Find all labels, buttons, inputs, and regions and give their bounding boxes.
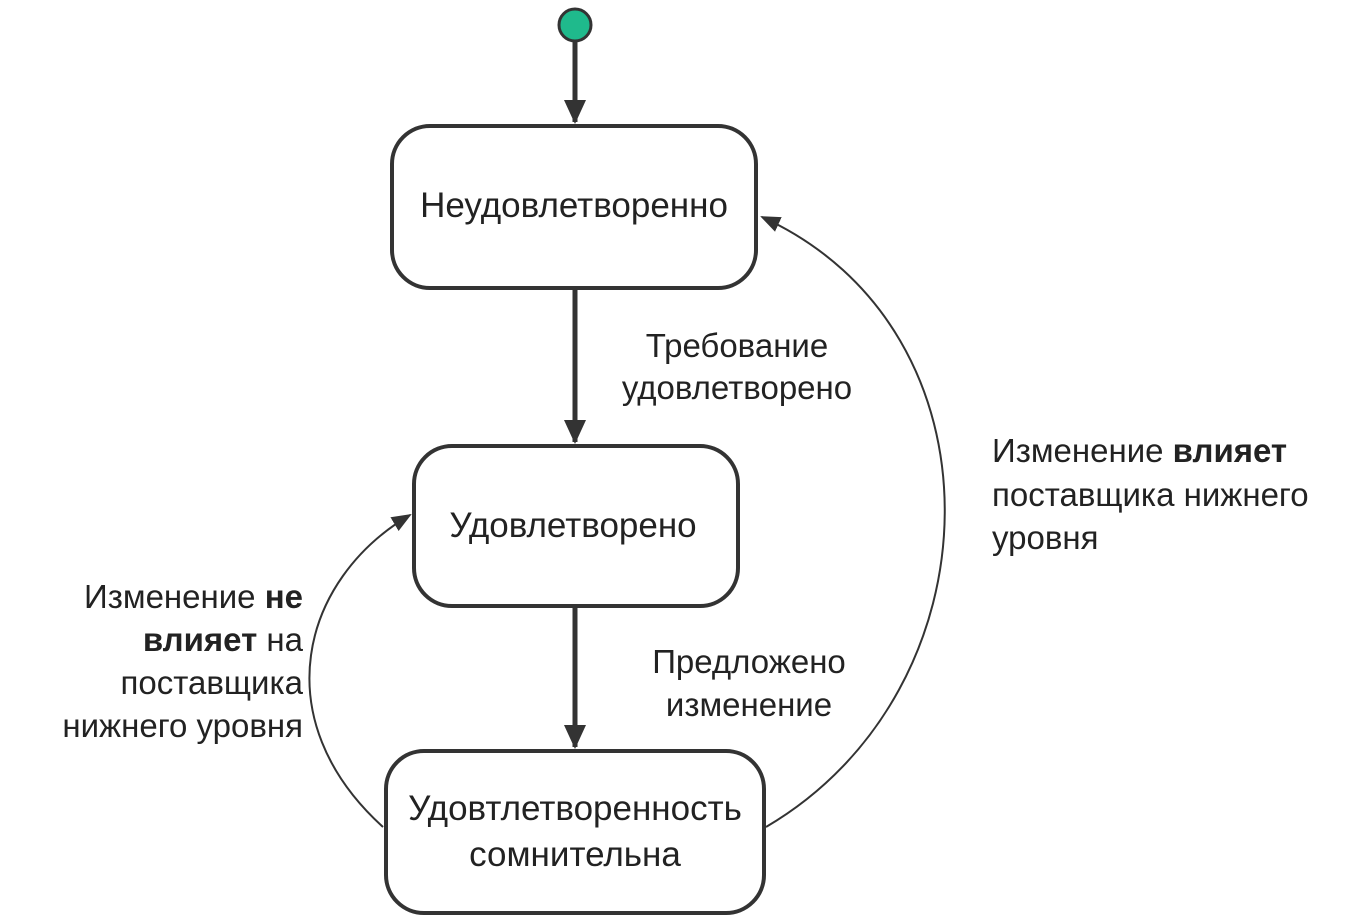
- state-unsatisfied-label: Неудовлетворенно: [420, 186, 728, 225]
- transition-change-not-affects-line1: Изменение не: [84, 578, 303, 615]
- transition-change-affects-label: Изменение влияет поставщика нижнего уров…: [992, 432, 1309, 556]
- transition-change-affects-line1: Изменение влияет: [992, 432, 1287, 469]
- transition-change-proposed-label: Предложено изменение: [652, 643, 846, 723]
- transition-change-not-affects-label: Изменение не влияет на поставщика нижнег…: [62, 578, 303, 744]
- state-doubtful-line2: сомнительна: [469, 835, 681, 874]
- state-satisfied-label: Удовлетворено: [449, 506, 696, 545]
- transition-change-not-affects-line4: нижнего уровня: [62, 707, 303, 744]
- transition-requirement-met-label: Требование удовлетворено: [622, 327, 852, 406]
- state-doubtful-line1: Удовтлетворенность: [408, 789, 742, 828]
- transition-change-not-affects-line3: поставщика: [121, 664, 304, 701]
- state-doubtful: Удовтлетворенность сомнительна: [384, 749, 766, 915]
- transition-change-proposed-line1: Предложено: [652, 643, 846, 680]
- initial-node: [557, 7, 593, 43]
- transition-requirement-met-line1: Требование: [646, 327, 828, 364]
- transition-change-affects-line2: поставщика нижнего: [992, 476, 1309, 513]
- arrow-doubtful-to-unsatisfied: [760, 216, 946, 828]
- transition-change-affects-line3: уровня: [992, 519, 1098, 556]
- transition-requirement-met-line2: удовлетворено: [622, 369, 852, 406]
- transition-change-proposed-line2: изменение: [666, 686, 832, 723]
- state-unsatisfied: Неудовлетворенно: [390, 124, 758, 290]
- arrow-doubtful-to-satisfied: [308, 513, 412, 828]
- transition-change-not-affects-line2: влияет на: [143, 621, 304, 658]
- state-satisfied: Удовлетворено: [412, 444, 740, 608]
